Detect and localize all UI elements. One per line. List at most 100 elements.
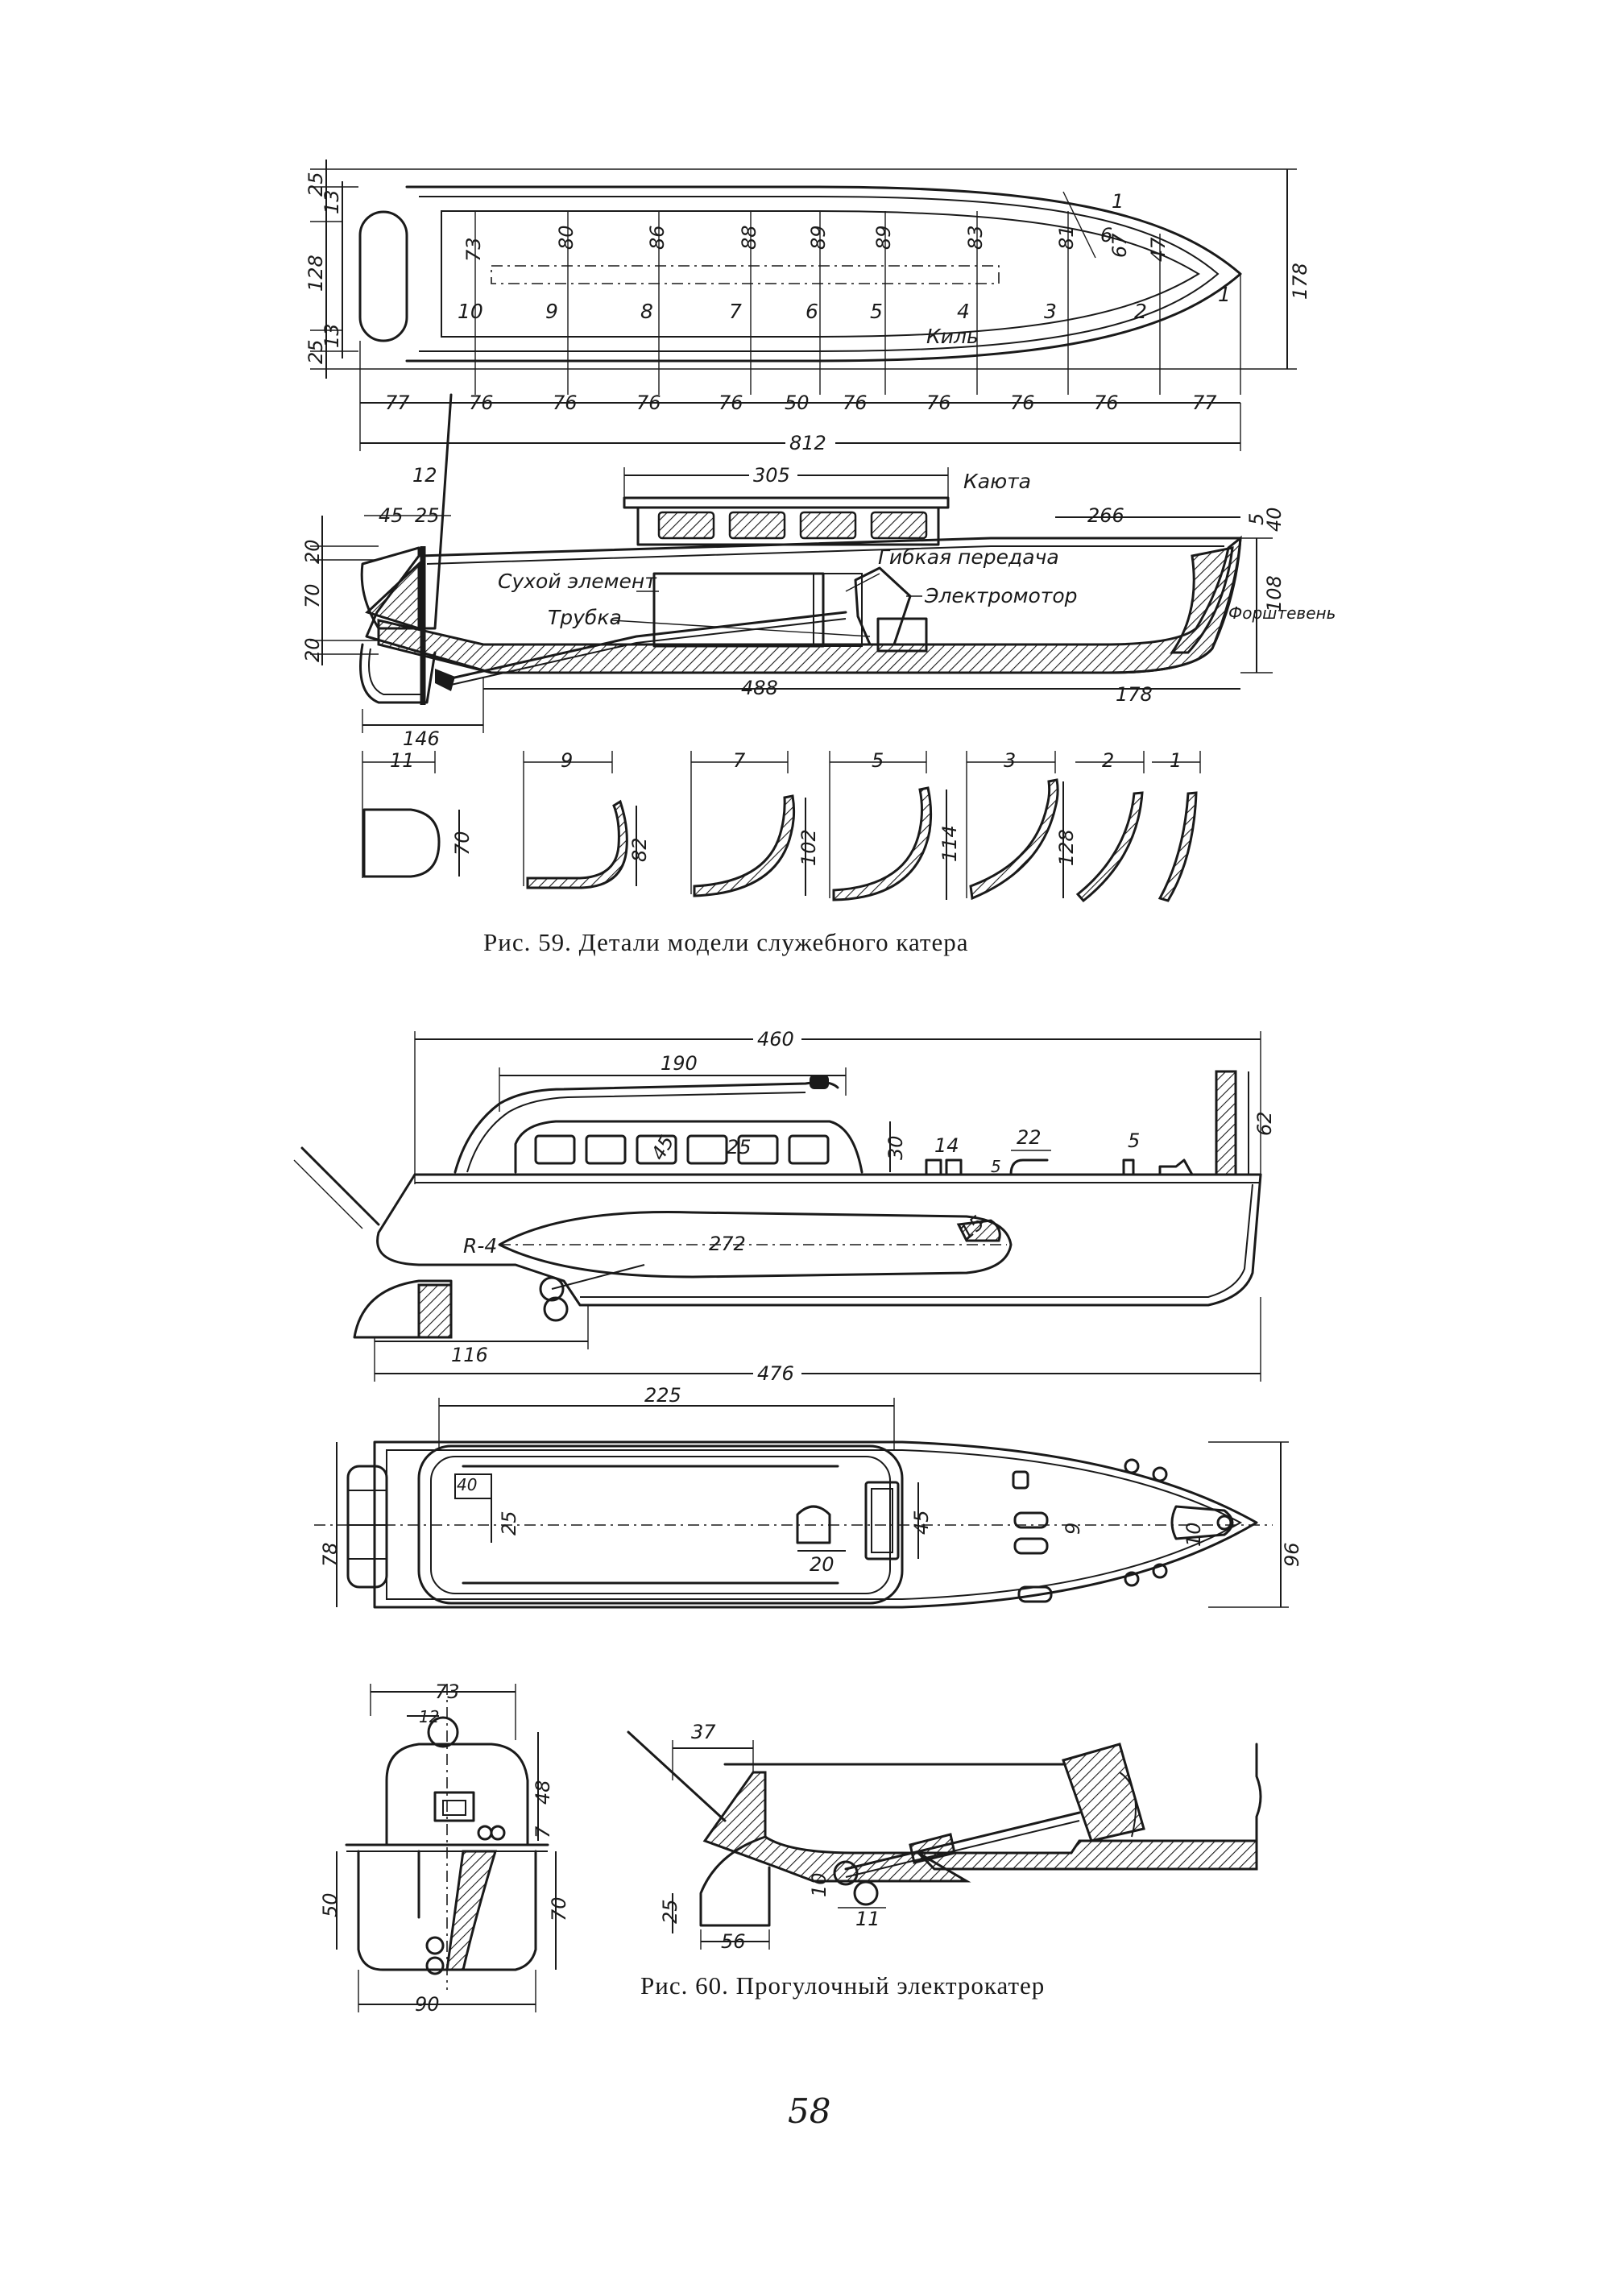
- frame-width-7: 83: [964, 225, 987, 250]
- frame-9: 9 82: [523, 749, 651, 889]
- right-dim-266: 266: [1087, 504, 1124, 527]
- left-vert-20-top: 20: [301, 539, 324, 564]
- cabin-190: 190: [661, 1052, 698, 1075]
- overall-460: 460: [757, 1028, 794, 1051]
- frame-5-height: 114: [938, 825, 961, 862]
- frame-width-9: 67: [1108, 233, 1131, 258]
- right-dim-108: 108: [1263, 575, 1286, 612]
- station-8: 8: [640, 300, 653, 323]
- spacing-6: 50: [785, 392, 810, 414]
- fig59-plan-stations: 10 9 8 7 6 5 4 3 2 1 Киль 1 6: [458, 190, 1231, 348]
- tip-mark-1: 1: [1112, 190, 1124, 213]
- frame-width-5: 89: [807, 225, 830, 250]
- bottom-dim-146: 146: [403, 727, 440, 750]
- float-label: R-4: [463, 1234, 497, 1258]
- station-6: 6: [806, 300, 818, 323]
- frame-5: 5 114: [829, 749, 961, 901]
- hatch-40: 40: [457, 1475, 477, 1494]
- top-dim-12: 12: [412, 464, 437, 487]
- frame-width-10: 47: [1147, 237, 1170, 262]
- frame-width-2: 80: [555, 225, 578, 250]
- left-dim-25-top: 25: [304, 172, 327, 197]
- section-50: 50: [319, 1892, 342, 1917]
- float-272: 272: [709, 1233, 746, 1255]
- page-number: 58: [788, 2091, 830, 2131]
- motor-label: Электромотор: [924, 584, 1078, 607]
- beam-78: 78: [319, 1542, 342, 1567]
- frame-width-3: 86: [646, 225, 669, 250]
- fig59-station-spacing: 77 76 76 76 76 50 76 76 76 76 77: [360, 392, 1240, 414]
- left-dim-128: 128: [304, 255, 327, 292]
- section-90: 90: [415, 1993, 440, 2016]
- frame-2-num: 2: [1102, 749, 1114, 772]
- frame-7-num: 7: [733, 749, 746, 772]
- small-9: 9: [1062, 1523, 1084, 1535]
- frame-11-num: 11: [390, 749, 415, 772]
- station-3: 3: [1044, 300, 1057, 323]
- left-dim-25-bottom: 25: [304, 339, 327, 364]
- spacing-5: 76: [719, 392, 743, 414]
- fig59-side-dims: 305 Каюта 266 Гибкая передача Электромот…: [301, 462, 1336, 750]
- plan-225: 225: [644, 1384, 681, 1407]
- tip-mark-6: 6: [1100, 224, 1112, 247]
- bottom-dim-488: 488: [741, 677, 778, 699]
- cabin-height-30: 30: [884, 1135, 907, 1160]
- fig59-plan-left-dims: 25 13 128 13 25 178: [304, 172, 1311, 364]
- frame-9-height: 82: [628, 837, 651, 862]
- frame-1-num: 1: [1170, 749, 1182, 772]
- station-9: 9: [545, 300, 558, 323]
- right-dim-40: 40: [1263, 507, 1286, 532]
- left-vert-20-bottom: 20: [301, 637, 324, 662]
- bottom-dim-178: 178: [1116, 683, 1153, 706]
- left-dim-13-top: 13: [321, 189, 343, 214]
- fig59-side-view: [359, 393, 1242, 705]
- battery-label: Сухой элемент: [498, 570, 657, 593]
- section-7: 7: [532, 1826, 554, 1838]
- frame-11-height: 70: [451, 831, 474, 856]
- right-dim-5: 5: [1245, 513, 1268, 525]
- fig59-plan-view: [310, 160, 1297, 451]
- keel-label: Киль: [926, 325, 979, 348]
- frame-width-6: 89: [872, 225, 895, 250]
- window-25: 25: [727, 1136, 752, 1158]
- frame-9-num: 9: [561, 749, 573, 772]
- station-1: 1: [1218, 283, 1231, 306]
- small-10: 10: [1182, 1522, 1205, 1547]
- beam-96: 96: [1281, 1542, 1303, 1567]
- fig60-plan-view: 225 40 25 20 45 9: [314, 1384, 1303, 1609]
- frame-width-8: 81: [1055, 225, 1078, 250]
- fig60-stern-detail: 37 25 10 11 56: [627, 1721, 1262, 1953]
- section-70: 70: [548, 1896, 570, 1921]
- hatch-20: 20: [810, 1553, 834, 1576]
- hatch-45: 45: [910, 1510, 933, 1535]
- fig60-cross-section: 73 12 48 7 50 70 90: [319, 1681, 570, 2016]
- figure60-caption: Рис. 60. Прогулочный электрокатер: [640, 1971, 1045, 2000]
- detail-25: 25: [659, 1899, 681, 1924]
- frame-3-height: 128: [1055, 829, 1078, 866]
- spacing-1: 77: [385, 392, 410, 414]
- frame-width-1: 73: [462, 237, 485, 262]
- tube-label: Трубка: [548, 606, 622, 629]
- frame-5-num: 5: [872, 749, 884, 772]
- spacing-3: 76: [553, 392, 578, 414]
- detail-10: 10: [808, 1872, 830, 1897]
- spacing-11: 77: [1192, 392, 1217, 414]
- overall-length-812: 812: [789, 432, 826, 454]
- fig59-plan-frame-numbers: 73 80 86 88 89 89 83 81 67 47: [462, 225, 1170, 262]
- figure59-caption: Рис. 59. Детали модели служебного катера: [483, 928, 968, 956]
- fitting-14: 14: [934, 1134, 959, 1157]
- fig59-frame-sections: 11 70 9 82 7 102: [362, 749, 1201, 903]
- frame-7-height: 102: [797, 829, 820, 866]
- detail-56: 56: [721, 1930, 746, 1953]
- station-5: 5: [870, 300, 883, 323]
- left-dim-13-bottom: 13: [321, 323, 343, 348]
- spacing-2: 76: [469, 392, 494, 414]
- frame-width-4: 88: [738, 225, 760, 250]
- forefoot-label: Форштевень: [1228, 603, 1336, 623]
- detail-11: 11: [855, 1908, 880, 1930]
- frame-3-num: 3: [1004, 749, 1016, 772]
- right-dim-178: 178: [1289, 263, 1311, 300]
- gear-label: Гибкая передача: [878, 545, 1059, 569]
